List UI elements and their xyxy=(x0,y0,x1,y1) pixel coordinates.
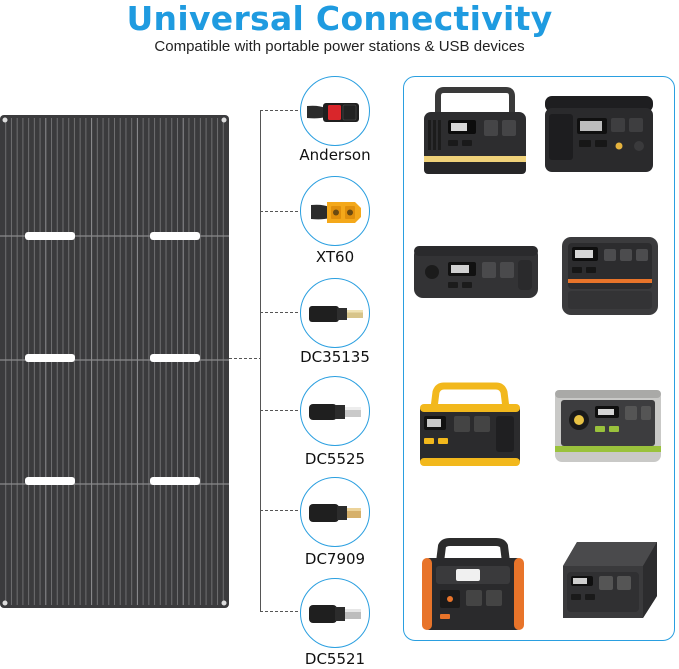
connector-dc5521 xyxy=(300,578,370,648)
power-station-icon xyxy=(414,246,538,298)
power-station-3 xyxy=(412,242,540,307)
connector-label-xt60: XT60 xyxy=(315,248,355,266)
power-station-6 xyxy=(553,388,663,469)
dc-plug-icon xyxy=(309,605,361,623)
power-station-icon xyxy=(545,96,653,172)
connector-dc7909 xyxy=(300,477,370,547)
power-station-5 xyxy=(414,380,526,475)
connector-xt60 xyxy=(300,176,370,246)
connector-label-dc5521: DC5521 xyxy=(304,650,366,668)
branch-line xyxy=(260,211,300,212)
branch-line xyxy=(260,410,300,411)
page-subtitle: Compatible with portable power stations … xyxy=(154,38,525,55)
power-station-1 xyxy=(422,86,528,189)
connector-label-anderson: Anderson xyxy=(299,146,371,164)
power-station-icon xyxy=(420,382,520,466)
cable-line-main xyxy=(229,358,260,359)
connector-label-dc5525: DC5525 xyxy=(304,450,366,468)
cable-line-trunk xyxy=(260,110,261,611)
dc-plug-icon xyxy=(309,404,361,420)
dc-plug-icon xyxy=(309,504,361,522)
solar-panel-image xyxy=(0,115,229,608)
power-station-2 xyxy=(543,94,659,181)
branch-line xyxy=(260,110,300,111)
connector-label-dc7909: DC7909 xyxy=(304,550,366,568)
page-title: Universal Connectivity xyxy=(126,0,553,38)
connector-dc35135 xyxy=(300,278,370,348)
branch-line xyxy=(260,510,300,511)
dc-plug-icon xyxy=(309,306,363,322)
connector-anderson xyxy=(300,76,370,146)
power-station-7 xyxy=(418,538,528,639)
power-station-icon xyxy=(562,237,658,315)
power-station-icon xyxy=(563,542,657,618)
solar-panel-icon xyxy=(0,115,229,608)
power-station-icon xyxy=(424,87,526,174)
connector-label-dc35135: DC35135 xyxy=(300,348,370,366)
anderson-connector-icon xyxy=(307,103,359,122)
power-station-8 xyxy=(555,536,665,627)
branch-line xyxy=(260,611,300,612)
power-station-icon xyxy=(422,538,524,630)
branch-line xyxy=(260,312,300,313)
xt60-connector-icon xyxy=(311,202,361,223)
connector-dc5525 xyxy=(300,376,370,446)
power-station-4 xyxy=(560,235,660,322)
power-station-icon xyxy=(555,390,661,462)
